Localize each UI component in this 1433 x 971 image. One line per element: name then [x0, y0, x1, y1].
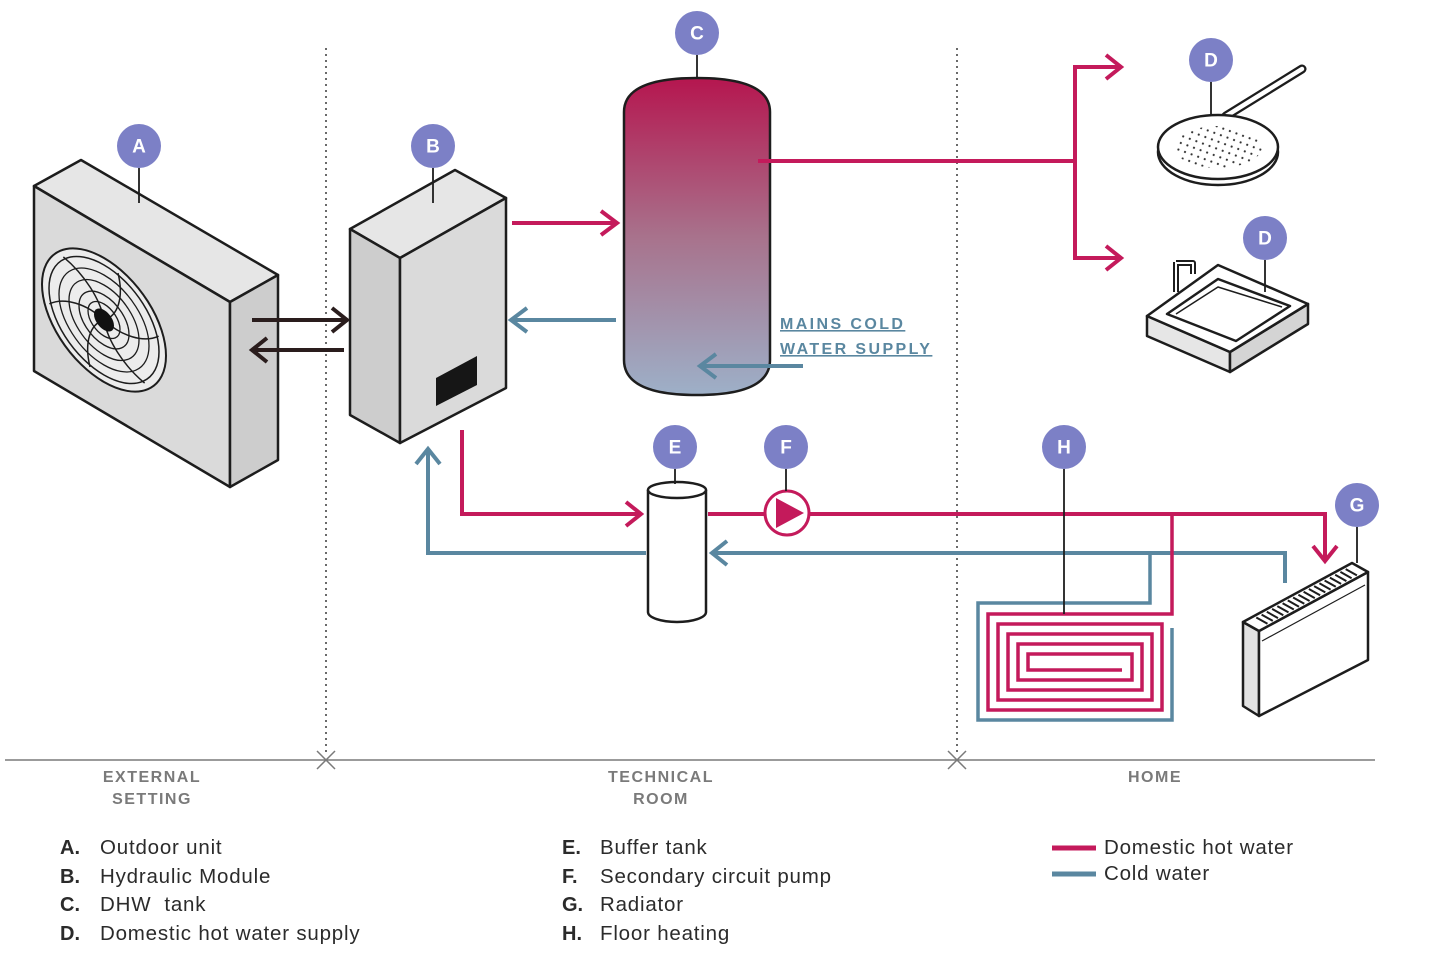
- badge-shower: D: [1189, 38, 1233, 116]
- shower-nozzles: [1174, 126, 1262, 168]
- legend-text: Hydraulic Module: [100, 865, 271, 888]
- zone-external-line1: EXTERNAL: [103, 769, 201, 786]
- legend-letter: C.: [60, 894, 80, 916]
- cold-pipe-buffer-to-module: [414, 445, 646, 555]
- hot-pipe-module-to-buffer: [460, 430, 645, 528]
- buffer-tank: [646, 480, 708, 624]
- hydraulic-module: [348, 168, 508, 445]
- badge-label: E: [669, 438, 682, 459]
- legend-label-cold: Cold water: [1104, 862, 1210, 885]
- badge-outdoor-unit: A: [117, 124, 161, 203]
- mains-label-line2: WATER SUPPLY: [780, 341, 932, 358]
- badge-floor-heating: H: [1042, 425, 1086, 614]
- zone-technical-line1: TECHNICAL: [608, 769, 714, 786]
- outdoor-unit: [32, 158, 280, 489]
- shower-head: [1156, 64, 1307, 187]
- floor-heating-coil: [986, 514, 1174, 712]
- legend-text: Outdoor unit: [100, 836, 222, 859]
- line-legend: Domestic hot water Cold water: [1052, 836, 1294, 885]
- component-legend: A. Outdoor unit B. Hydraulic Module C. D…: [60, 836, 832, 945]
- radiator-grille: [1255, 568, 1358, 625]
- badge-label: D: [1204, 51, 1218, 72]
- legend-text: Domestic hot water supply: [100, 922, 360, 945]
- legend-text: Buffer tank: [600, 836, 708, 859]
- badge-buffer-tank: E: [653, 425, 697, 484]
- hydraulic-module-front: [398, 196, 508, 445]
- cold-return-from-emitters: [708, 539, 1287, 583]
- badge-label: G: [1350, 496, 1365, 517]
- legend-letter: A.: [60, 837, 80, 859]
- legend-text: Secondary circuit pump: [600, 865, 832, 888]
- hot-pipe-module-to-tank: [512, 209, 621, 237]
- legend-letter: F.: [562, 866, 578, 888]
- sink: [1145, 260, 1310, 374]
- zone-external-line2: SETTING: [112, 791, 192, 808]
- hot-flow-to-emitters: [708, 512, 1339, 565]
- badge-radiator: G: [1335, 483, 1379, 563]
- outdoor-unit-side: [228, 273, 280, 489]
- cold-pipe-tank-to-module: [507, 306, 616, 334]
- legend-text: Radiator: [600, 893, 684, 916]
- cross-mark: [947, 750, 967, 770]
- badge-label: C: [690, 24, 704, 45]
- radiator: [1241, 561, 1370, 718]
- badge-label: B: [426, 137, 440, 158]
- badge-label: H: [1057, 438, 1071, 459]
- hydraulic-module-side: [348, 227, 402, 445]
- fan-icon: [42, 222, 166, 418]
- zone-technical-line2: ROOM: [633, 791, 689, 808]
- mains-cold-inlet: [696, 352, 803, 380]
- legend-label-hot: Domestic hot water: [1104, 836, 1294, 859]
- legend-text: Floor heating: [600, 922, 730, 945]
- badge-pump: F: [764, 425, 808, 491]
- refrigerant-flow-to-outdoor: [248, 336, 344, 364]
- dhw-tank: [622, 76, 772, 397]
- legend-letter: B.: [60, 866, 80, 888]
- hydraulic-module-display: [436, 356, 477, 406]
- pump-icon: [763, 489, 811, 537]
- zone-home: HOME: [1128, 769, 1182, 786]
- badge-label: F: [780, 438, 792, 459]
- cross-mark: [316, 750, 336, 770]
- legend-letter: H.: [562, 923, 582, 945]
- legend-letter: D.: [60, 923, 80, 945]
- floor-heating-return: [976, 553, 1174, 722]
- legend-text: DHW tank: [100, 893, 206, 916]
- hot-pipe-tank-to-outlets: [758, 53, 1125, 272]
- badge-sink: D: [1243, 216, 1287, 292]
- badge-label: D: [1258, 229, 1272, 250]
- badge-dhw-tank: C: [675, 11, 719, 79]
- refrigerant-flow-to-module: [252, 306, 351, 334]
- legend-letter: G.: [562, 894, 583, 916]
- mains-label-line1: MAINS COLD: [780, 316, 905, 333]
- badge-label: A: [132, 137, 146, 158]
- legend-letter: E.: [562, 837, 581, 859]
- badge-hydraulic-module: B: [411, 124, 455, 203]
